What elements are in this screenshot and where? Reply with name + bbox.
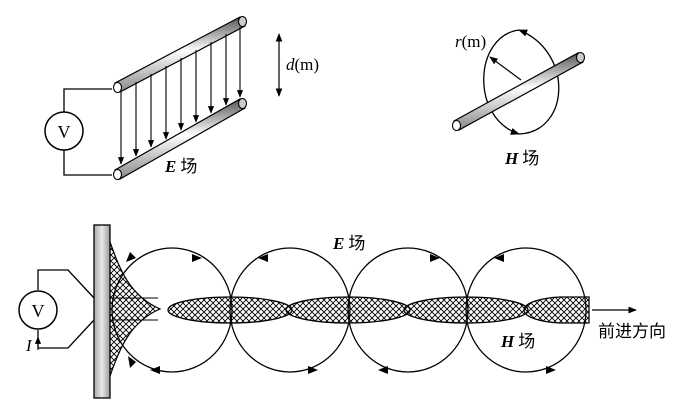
voltmeter-label: V (58, 122, 71, 142)
current-label: I (25, 336, 33, 355)
voltmeter-label: V (32, 301, 45, 321)
voltmeter-icon (44, 111, 84, 151)
h-field-ellipses (167, 296, 590, 324)
direction-label: 前进方向 (598, 322, 666, 342)
e-field-arrows (117, 27, 244, 165)
antenna-plate (93, 224, 111, 399)
distance-label: d(m) (286, 55, 319, 74)
voltmeter-icon (18, 290, 58, 330)
h-field-loop (483, 29, 520, 135)
radius-arrow (489, 56, 522, 81)
upper-rod (112, 15, 248, 94)
h-field-loop (518, 29, 560, 135)
wave-propagation-figure: V I (18, 224, 666, 399)
near-field-region (109, 241, 162, 377)
feed-wire (37, 269, 95, 299)
current-rod (451, 51, 586, 132)
radius-label: r(m) (455, 32, 486, 51)
e-field-direction-arrows (126, 252, 556, 374)
